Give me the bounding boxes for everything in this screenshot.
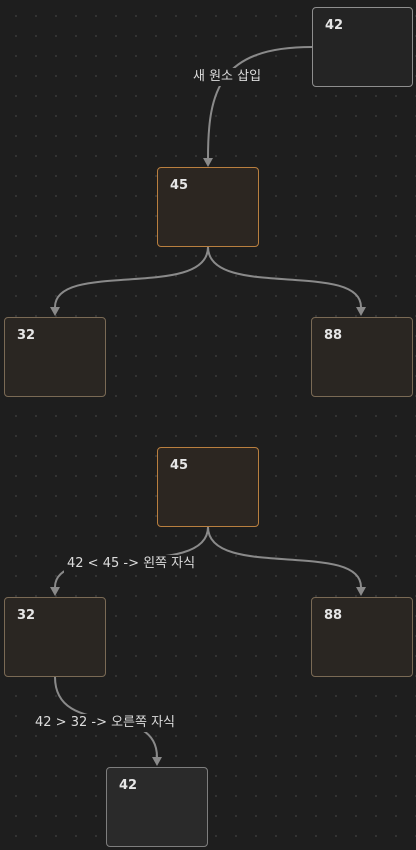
edge-label-insert: 새 원소 삽입	[190, 68, 265, 86]
arrowhead	[356, 307, 366, 316]
node-label: 42	[119, 778, 138, 793]
node-label: 45	[170, 178, 189, 193]
edge-tree1-left	[54, 246, 209, 308]
arrowhead	[50, 307, 60, 316]
arrowhead	[203, 158, 213, 167]
node-tree2-root[interactable]: 45	[157, 447, 259, 527]
arrowhead	[356, 587, 366, 596]
node-tree2-left[interactable]: 32	[4, 597, 106, 677]
node-tree2-inserted[interactable]: 42	[106, 767, 208, 847]
edge-label-compare-root: 42 < 45 -> 왼쪽 자식	[64, 555, 199, 573]
edge-tree1-right	[207, 246, 362, 308]
node-tree1-left[interactable]: 32	[4, 317, 106, 397]
node-label: 88	[324, 328, 343, 343]
node-new-element[interactable]: 42	[312, 7, 413, 87]
node-tree2-right[interactable]: 88	[311, 597, 413, 677]
arrowhead	[50, 587, 60, 596]
node-label: 45	[170, 458, 189, 473]
edge-tree2-right	[207, 526, 362, 588]
node-tree1-root[interactable]: 45	[157, 167, 259, 247]
node-label: 32	[17, 328, 36, 343]
node-label: 42	[325, 18, 344, 33]
arrowhead	[152, 757, 162, 766]
node-tree1-right[interactable]: 88	[311, 317, 413, 397]
node-label: 88	[324, 608, 343, 623]
edge-label-compare-left: 42 > 32 -> 오른쪽 자식	[32, 714, 179, 732]
node-label: 32	[17, 608, 36, 623]
edge-insert	[207, 46, 313, 159]
